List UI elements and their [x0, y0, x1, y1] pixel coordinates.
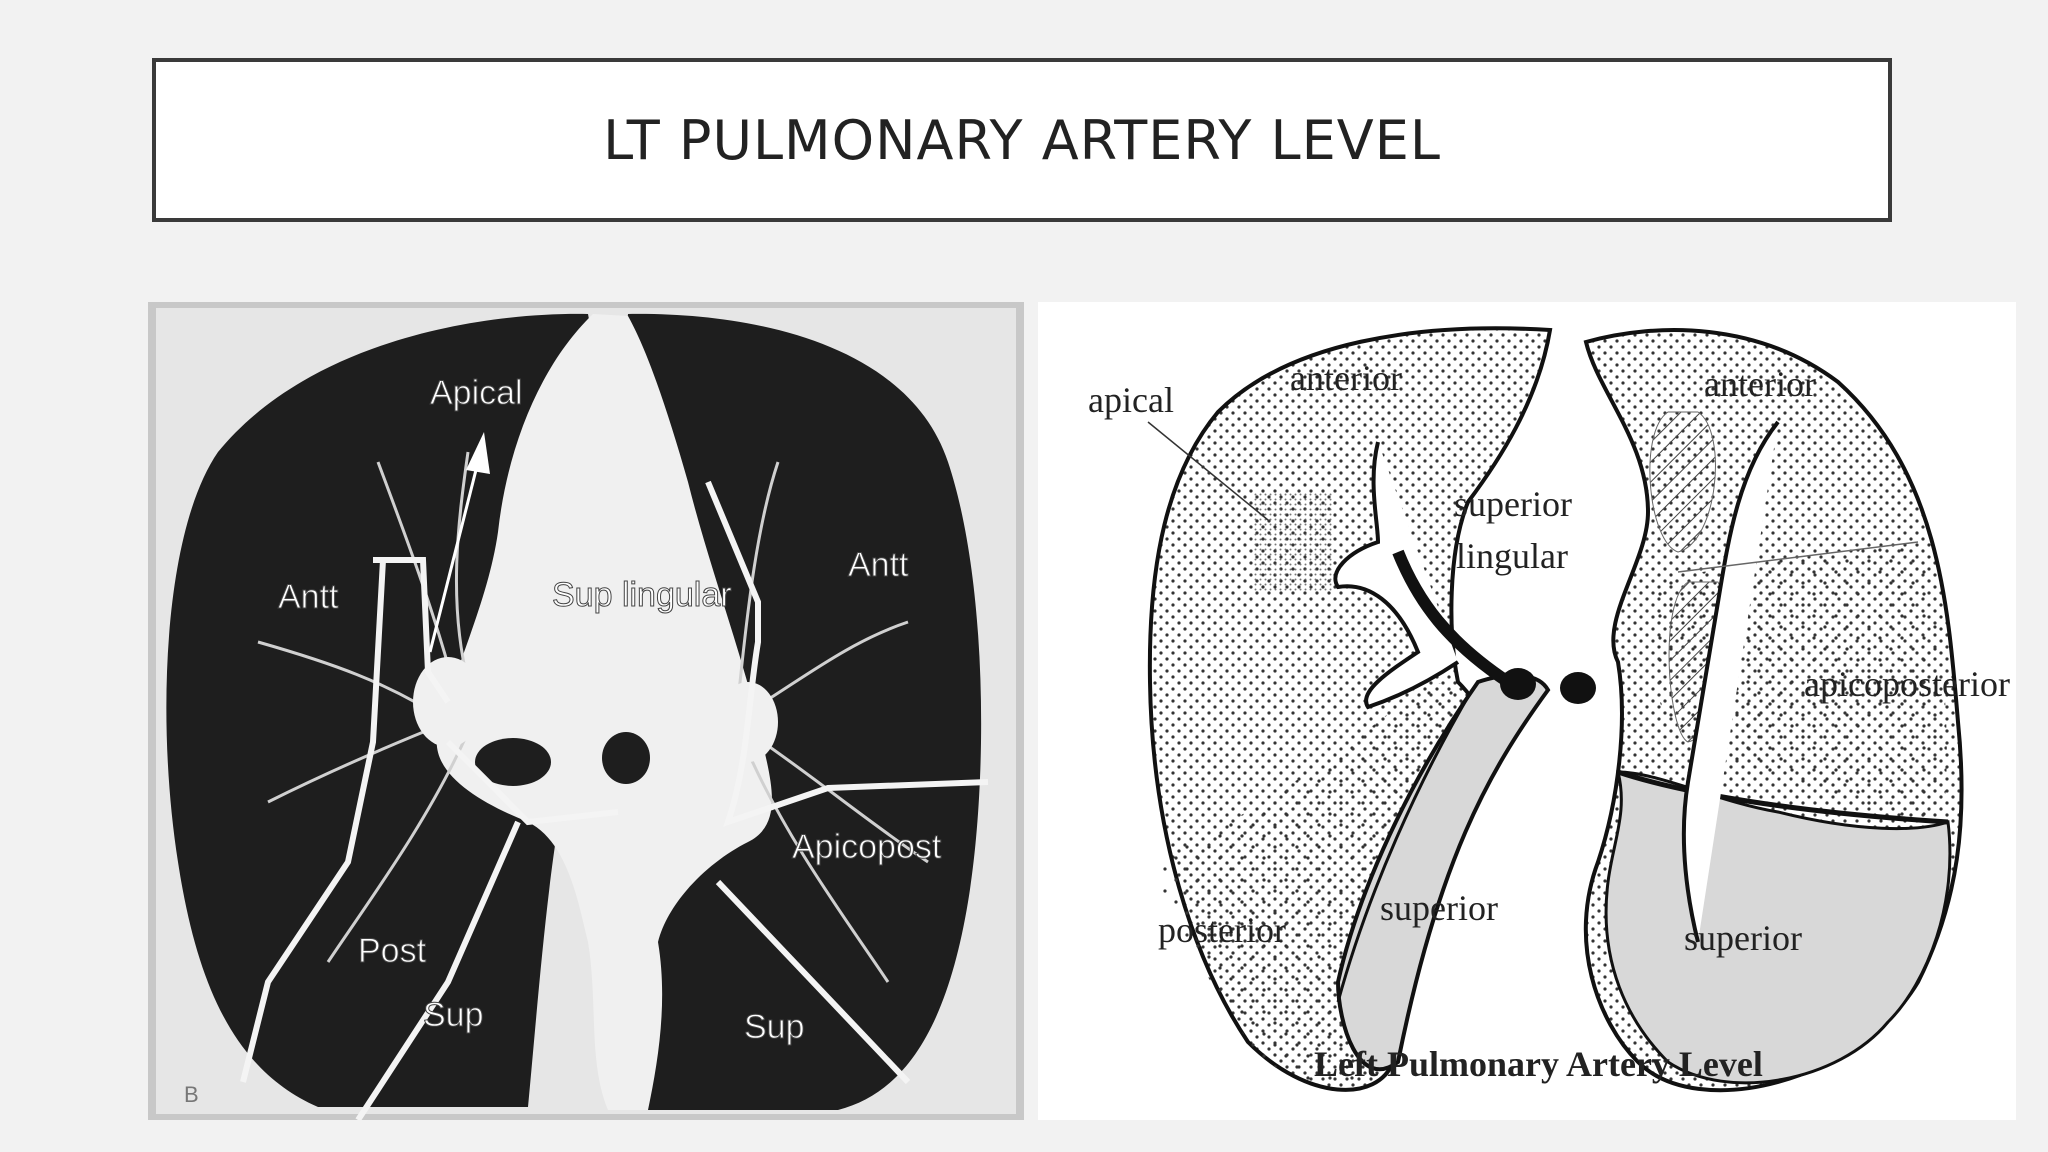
diagram-label-anterior-right: anterior	[1704, 364, 1816, 404]
diagram-lung-right	[1583, 328, 1964, 1093]
ct-label-antt-left: Antt	[848, 546, 909, 584]
ct-label-sup-right: Sup	[423, 996, 484, 1034]
ct-label-sup-left: Sup	[744, 1008, 805, 1046]
ct-corner-mark: B	[184, 1082, 199, 1107]
ct-label-sup-lingular: Sup lingular	[552, 576, 732, 614]
diagram-label-superior-lingular-2: lingular	[1456, 536, 1568, 576]
ct-label-antt-right: Antt	[278, 578, 339, 616]
ct-arrow	[428, 432, 490, 653]
diagram-label-apical: apical	[1088, 380, 1174, 420]
diagram-label-superior-right: superior	[1684, 918, 1802, 958]
ct-scan-graphic: Apical Antt Sup lingular Antt Apicopost …	[148, 302, 1024, 1120]
ct-label-apical: Apical	[430, 374, 523, 412]
diagram-lung-left	[1147, 326, 1596, 1092]
diagram-caption: Left Pulmonary Artery Level	[1314, 1044, 1763, 1084]
slide-title-box: LT PULMONARY ARTERY LEVEL	[152, 58, 1892, 222]
slide-title: LT PULMONARY ARTERY LEVEL	[603, 108, 1441, 172]
diagram-label-superior-left: superior	[1380, 888, 1498, 928]
ct-scan-image: Apical Antt Sup lingular Antt Apicopost …	[148, 302, 1024, 1120]
diagram-label-anterior-left: anterior	[1290, 358, 1402, 398]
ct-label-post: Post	[358, 932, 427, 970]
ct-label-apicopost: Apicopost	[792, 828, 942, 866]
diagram-label-superior-lingular-1: superior	[1454, 484, 1572, 524]
ct-mediastinum	[436, 314, 772, 1110]
ct-right-lung	[166, 313, 608, 1107]
segment-diagram-graphic: apical anterior anterior superior lingul…	[1088, 326, 2010, 1093]
ct-fissure-lines	[240, 480, 989, 1120]
diagram-label-posterior: posterior	[1158, 910, 1286, 950]
segment-diagram: apical anterior anterior superior lingul…	[1038, 302, 2016, 1120]
diagram-label-apicoposterior: apicoposterior	[1804, 664, 2010, 704]
ct-left-lung	[603, 313, 982, 1110]
